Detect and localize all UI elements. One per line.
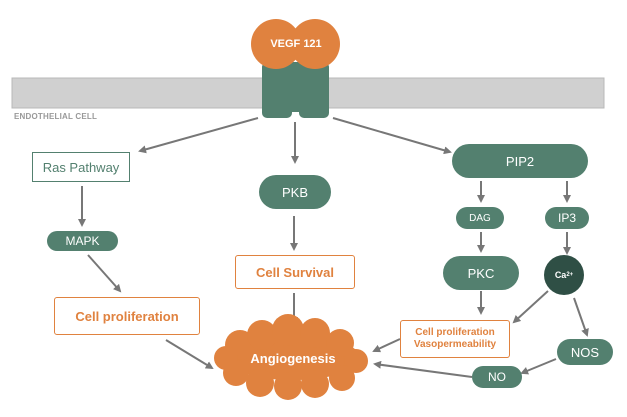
calcium-superscript: 2+ bbox=[566, 272, 574, 278]
arrow-ca-nos bbox=[573, 297, 589, 337]
calcium-node bbox=[544, 255, 584, 295]
vegf-receptor bbox=[262, 62, 329, 118]
membrane-label: ENDOTHELIAL CELL bbox=[14, 111, 98, 121]
calcium-text: Ca bbox=[554, 270, 567, 280]
arrow-prolif-angio bbox=[165, 339, 214, 370]
pkb-node: PKB bbox=[259, 175, 331, 209]
pkc-node: PKC bbox=[443, 256, 519, 290]
cell-proliferation-node: Cell proliferation bbox=[54, 297, 200, 335]
arrow-receptor-pip2 bbox=[332, 117, 452, 155]
arrow-no-angio bbox=[373, 360, 473, 378]
arrow-receptor-ras bbox=[138, 117, 259, 154]
prolif2-line2: Vasopermeability bbox=[413, 339, 497, 350]
cell-proliferation-vasopermeability-node: Cell proliferation Vasopermeability bbox=[400, 320, 510, 358]
ras-pathway-node: Ras Pathway bbox=[32, 152, 130, 182]
prolif2-line1: Cell proliferation bbox=[415, 327, 495, 338]
pip2-node: PIP2 bbox=[452, 144, 588, 178]
nos-node: NOS bbox=[557, 339, 613, 365]
ip3-node: IP3 bbox=[545, 207, 589, 229]
cell-survival-node: Cell Survival bbox=[235, 255, 355, 289]
arrow-ca-prolif2 bbox=[512, 290, 549, 324]
no-node: NO bbox=[472, 366, 522, 388]
mapk-node: MAPK bbox=[47, 231, 118, 251]
arrows bbox=[78, 117, 589, 378]
arrow-nos-no bbox=[520, 358, 557, 375]
angiogenesis-cloud bbox=[214, 314, 368, 400]
vegf-label: VEGF 121 bbox=[270, 38, 322, 50]
angiogenesis-label: Angiogenesis bbox=[250, 350, 336, 366]
arrow-mapk-prolif bbox=[87, 254, 122, 293]
vegf-ligand bbox=[251, 19, 340, 69]
arrow-prolif2-angio bbox=[372, 338, 401, 353]
dag-node: DAG bbox=[456, 207, 504, 229]
